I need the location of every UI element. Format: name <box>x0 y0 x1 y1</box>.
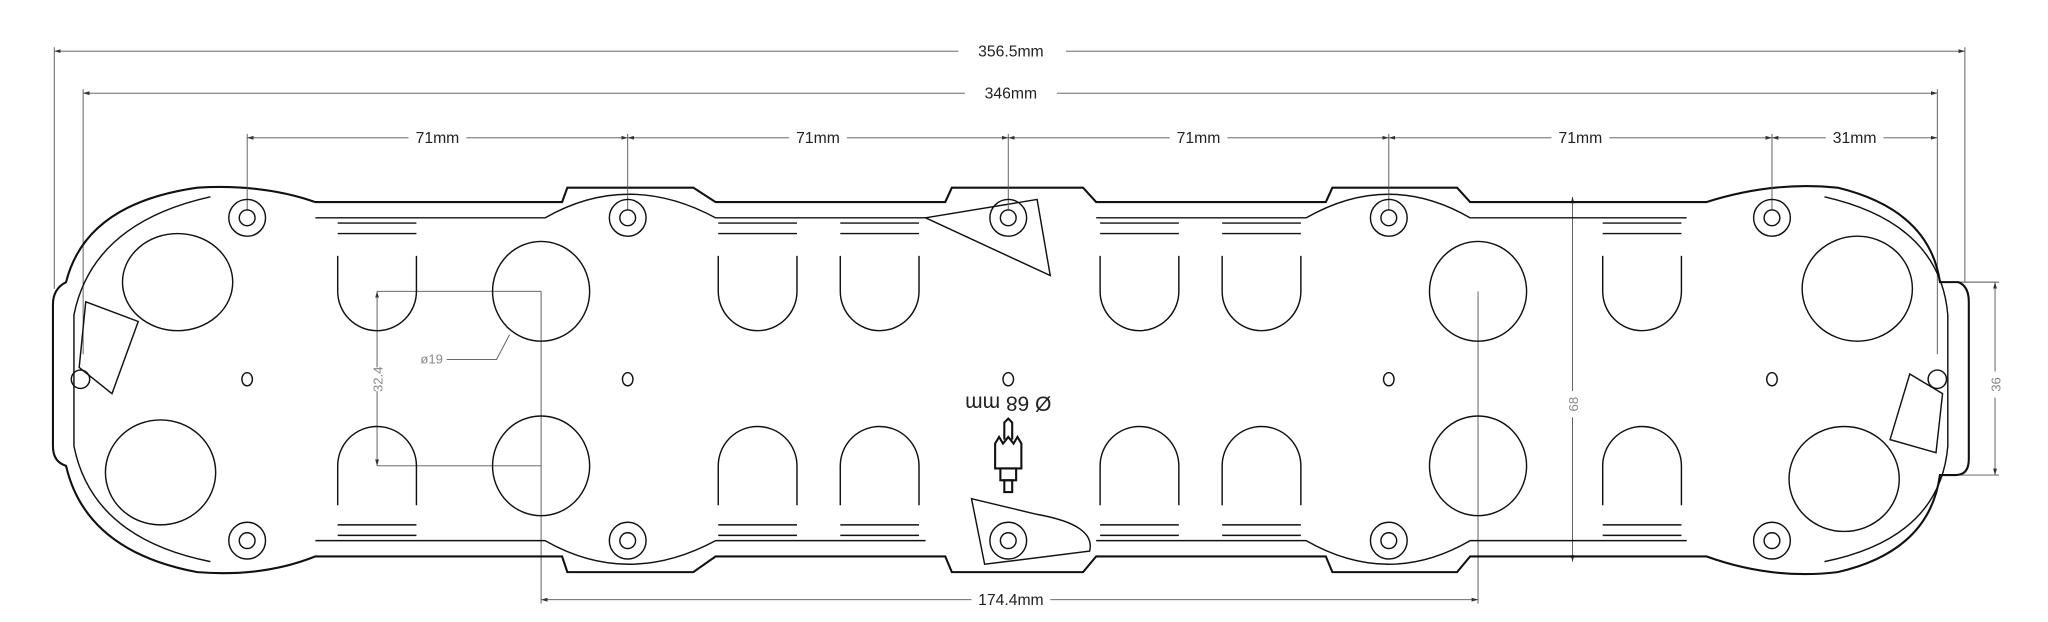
center-hole <box>241 371 254 387</box>
spacing-label: 31mm <box>1833 130 1877 147</box>
dimension-screw-spacing: 71mm 71mm 71mm 71mm 31mm <box>247 130 1938 147</box>
screw-boss <box>228 521 267 560</box>
screw-hole <box>1380 532 1398 550</box>
round-knockout <box>1428 415 1528 517</box>
knockout-bottom <box>336 425 418 537</box>
screw-hole <box>1763 532 1781 550</box>
knockout-top <box>1601 222 1683 332</box>
screw-boss <box>989 521 1028 560</box>
screw-boss <box>1752 521 1792 560</box>
dimension-overall-width: 356.5mm <box>53 43 1966 289</box>
body-width-label: 346mm <box>985 85 1037 102</box>
spacing-dimension: 71mm <box>247 130 628 147</box>
screw-hole <box>999 209 1017 227</box>
dimension-body-height: 68 <box>1566 196 1581 562</box>
body-height-label: 68 <box>1566 397 1581 412</box>
screw-boss <box>989 198 1028 237</box>
tab-height-label: 36 <box>1988 377 2003 392</box>
dimension-tab-height: 36 <box>1955 281 2003 476</box>
box-features <box>70 133 1948 560</box>
knockout-diameter-label: ø19 <box>420 351 443 366</box>
screw-hole <box>999 532 1017 550</box>
screw-boss <box>1369 198 1408 237</box>
screw-hole <box>1763 209 1781 227</box>
knockout-top <box>1099 222 1180 332</box>
screw-hole <box>1380 209 1398 227</box>
screw-boss <box>608 521 647 560</box>
hole-saw-annotation: Ø 68 mm <box>965 391 1051 494</box>
spacing-dimension: 71mm <box>1008 130 1389 147</box>
screw-hole <box>619 532 637 550</box>
round-knockout <box>491 415 591 517</box>
tab-hole <box>1927 369 1948 390</box>
box-outline <box>51 185 1970 576</box>
spacing-dimension: 71mm <box>627 130 1009 147</box>
spacing-label: 71mm <box>1559 130 1603 147</box>
knockout-top <box>717 222 798 332</box>
spacing-label: 71mm <box>416 130 460 147</box>
knockout-bottom <box>1601 425 1683 537</box>
knockout-top <box>336 222 418 332</box>
hole-saw-label: Ø 68 mm <box>965 391 1051 414</box>
screw-boss <box>1369 521 1408 560</box>
spacing-label: 71mm <box>1177 130 1221 147</box>
round-knockout <box>1428 240 1528 342</box>
knockout-bottom <box>1221 425 1302 537</box>
dimension-body-width: 346mm <box>82 85 1938 355</box>
center-hole <box>621 371 634 387</box>
screw-boss <box>1752 198 1792 237</box>
knockout-top <box>839 222 920 332</box>
spacing-dimension: 71mm <box>1388 130 1772 147</box>
dimension-knockout-vertical: 32.4 <box>370 290 542 467</box>
screw-hole <box>238 532 256 550</box>
overall-width-label: 356.5mm <box>978 43 1044 60</box>
screw-boss <box>228 198 267 237</box>
dimension-knockout-horizontal: 174.4mm <box>540 291 1479 609</box>
spacing-label: 71mm <box>796 130 840 147</box>
knockout-vertical-label: 32.4 <box>370 366 385 392</box>
center-hole <box>1002 371 1015 387</box>
screw-boss <box>608 198 647 237</box>
dimension-knockout-diameter: ø19 <box>420 334 511 366</box>
tab-hole <box>70 369 91 390</box>
center-hole <box>1382 371 1395 387</box>
hole-saw-icon <box>994 417 1023 494</box>
knockout-horizontal-label: 174.4mm <box>978 592 1044 609</box>
round-knockout <box>491 240 591 342</box>
knockout-top <box>1221 222 1302 332</box>
screw-hole <box>619 209 637 227</box>
center-hole <box>1766 371 1778 387</box>
knockout-bottom <box>717 425 798 537</box>
spacing-dimension: 31mm <box>1771 130 1938 147</box>
knockout-bottom <box>1099 425 1180 537</box>
screw-hole <box>238 209 256 227</box>
knockout-bottom <box>839 425 920 537</box>
